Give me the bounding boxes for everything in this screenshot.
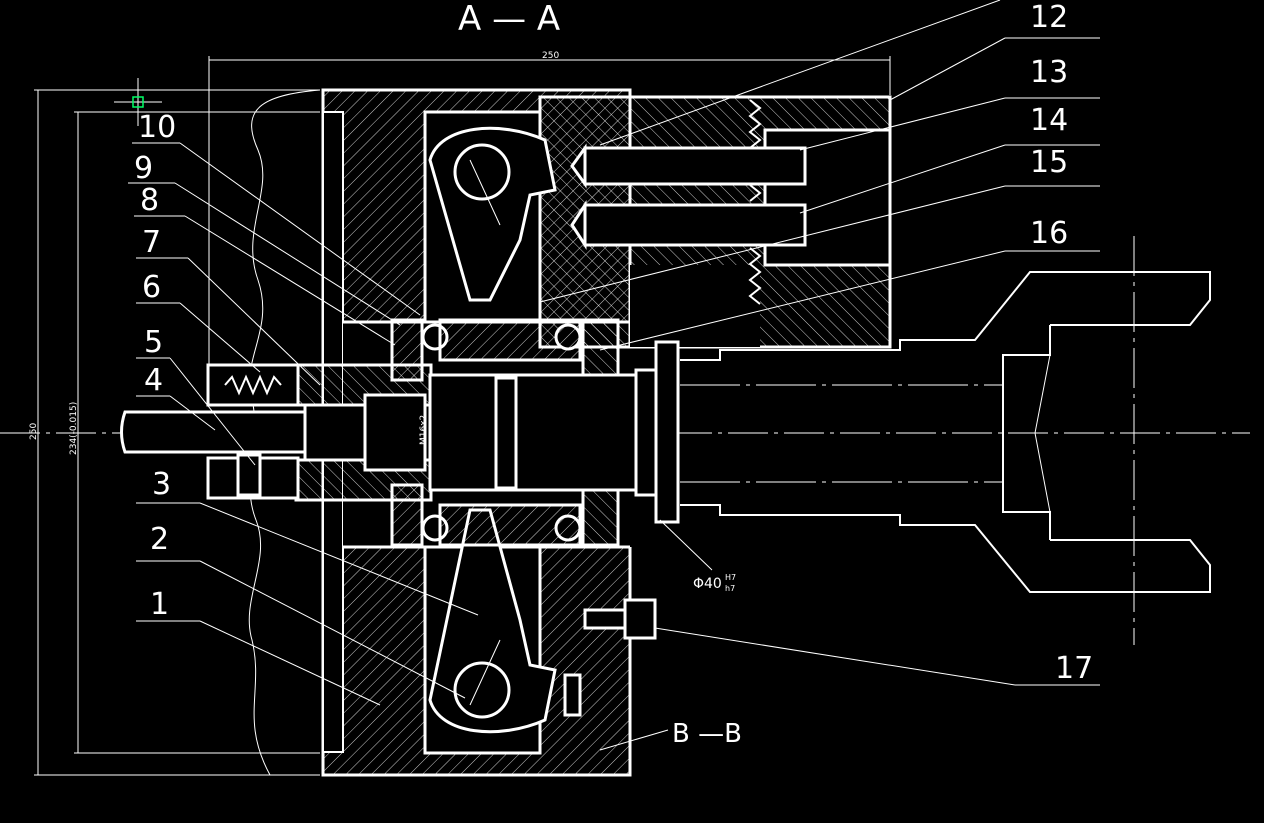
svg-text:14: 14 [1030, 103, 1068, 138]
label-15[interactable]: 15 [539, 145, 1100, 303]
lower-lever [428, 508, 557, 734]
right-jaw-block [538, 95, 892, 349]
svg-text:4: 4 [144, 363, 163, 398]
top-dimension: 250 [208, 51, 891, 380]
dim-thread-text: M16x2 [419, 415, 429, 445]
label-8[interactable]: 8 [134, 183, 396, 346]
bore-dimension: Φ40 H7 h7 [659, 519, 736, 593]
svg-text:15: 15 [1030, 145, 1068, 180]
dim-bore-text: Φ40 [693, 576, 722, 592]
svg-text:2: 2 [150, 522, 169, 557]
svg-text:17: 17 [1055, 651, 1093, 686]
svg-text:7: 7 [142, 225, 161, 260]
dim-bore-fit-top: H7 [725, 573, 736, 582]
spindle-pin [120, 363, 307, 500]
central-shaft: M16x2 [294, 340, 680, 524]
svg-text:10: 10 [138, 110, 176, 145]
label-6[interactable]: 6 [136, 270, 261, 373]
dim-bore-fit-bottom: h7 [725, 584, 735, 593]
left-dimensions: 250 234(-0.015) [29, 89, 320, 776]
dim-top-text: 250 [542, 51, 559, 61]
svg-text:3: 3 [152, 467, 171, 502]
svg-text:16: 16 [1030, 216, 1068, 251]
label-4[interactable]: 4 [136, 363, 216, 431]
label-14[interactable]: 14 [799, 103, 1100, 214]
label-10[interactable]: 10 [132, 110, 421, 316]
label-16[interactable]: 16 [599, 216, 1100, 351]
dim-left-inner-text: 234(-0.015) [69, 402, 79, 455]
svg-text:9: 9 [134, 151, 153, 186]
label-12[interactable]: 12 [889, 0, 1100, 101]
label-5[interactable]: 5 [136, 325, 256, 466]
lower-bolt [563, 598, 657, 717]
left-part-labels: 10 9 8 7 6 5 4 3 [128, 110, 479, 706]
svg-text:8: 8 [140, 183, 159, 218]
machine-spindle [680, 271, 1211, 593]
svg-text:1: 1 [150, 587, 169, 622]
svg-text:13: 13 [1030, 55, 1068, 90]
svg-text:5: 5 [144, 325, 163, 360]
label-13[interactable]: 13 [799, 55, 1100, 151]
svg-text:12: 12 [1030, 0, 1068, 35]
svg-text:6: 6 [142, 270, 161, 305]
label-1[interactable]: 1 [136, 587, 381, 706]
label-9[interactable]: 9 [128, 151, 401, 326]
label-2[interactable]: 2 [136, 522, 466, 699]
dim-left-text: 250 [29, 423, 39, 440]
section-title-b: B —B [672, 719, 742, 749]
label-17[interactable]: 17 [654, 627, 1100, 686]
right-part-labels: 12 13 14 15 16 17 [539, 0, 1100, 686]
upper-lever [428, 126, 557, 302]
cad-cursor-icon [114, 78, 162, 126]
section-title-a: A — A [458, 0, 560, 39]
label-7[interactable]: 7 [136, 225, 321, 386]
label-3[interactable]: 3 [136, 467, 479, 616]
